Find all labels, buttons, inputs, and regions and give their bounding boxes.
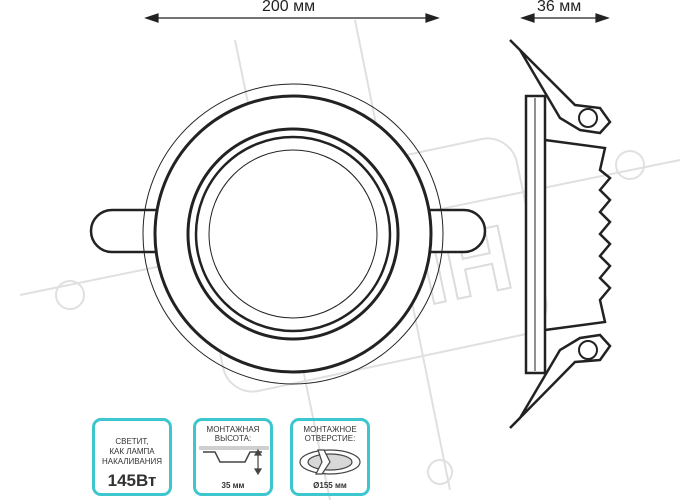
mounting-height-card: МОНТАЖНАЯ ВЫСОТА: 35 мм <box>193 418 273 496</box>
card-line: СВЕТИТ, <box>115 437 149 446</box>
card-line: МОНТАЖНОЕ <box>303 425 357 434</box>
wattage-value: 145Вт <box>107 471 157 490</box>
inner-bezel-inner <box>194 135 392 333</box>
mounting-hole-card: МОНТАЖНОЕ ОТВЕРСТИЕ: Ø155 мм <box>290 418 370 496</box>
mounting-height-value: 35 мм <box>221 481 245 490</box>
side-view <box>509 39 612 429</box>
diffuser-ring <box>208 149 378 319</box>
mounting-hole-value: Ø155 мм <box>313 481 347 490</box>
card-line: ОТВЕРСТИЕ: <box>304 434 356 443</box>
right-clip <box>422 208 487 254</box>
mounting-hole-icon <box>299 449 361 475</box>
mounting-height-icon <box>199 446 269 476</box>
card-line: КАК ЛАМПА <box>109 447 155 456</box>
brightness-equivalent-card: СВЕТИТ, КАК ЛАМПА НАКАЛИВАНИЯ 145Вт <box>92 418 172 496</box>
depth-dimension-arrow <box>520 13 610 23</box>
side-housing <box>544 138 612 332</box>
width-dimension-arrow <box>144 13 440 23</box>
card-line: НАКАЛИВАНИЯ <box>102 457 162 466</box>
left-clip <box>89 208 160 254</box>
depth-dimension-label: 36 мм <box>537 0 582 15</box>
card-line: ВЫСОТА: <box>214 434 252 443</box>
card-line: МОНТАЖНАЯ <box>206 425 260 434</box>
width-dimension-label: 200 мм <box>262 0 316 15</box>
inner-bezel-outer <box>186 127 400 341</box>
front-view <box>89 83 487 385</box>
outer-thin-ring <box>142 83 444 385</box>
